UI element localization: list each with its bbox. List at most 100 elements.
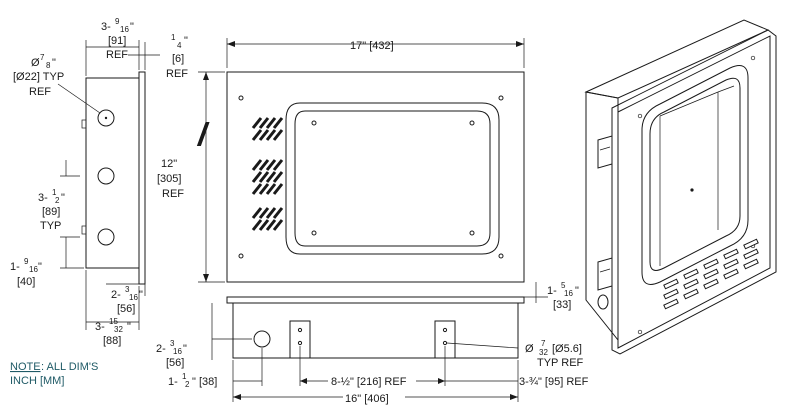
screw-icon	[469, 230, 475, 236]
knockout-dia-num: 7	[40, 53, 45, 62]
left-offset-den: 2	[185, 380, 190, 389]
bottom-flange-mm: [33]	[553, 299, 571, 311]
slot-dia-prefix: Ø	[525, 343, 534, 355]
bottom-flange-inch-mark: "	[575, 285, 579, 297]
iso-front-face	[617, 35, 771, 349]
iso-vent-slots	[663, 238, 759, 310]
bottom-knockout	[253, 330, 271, 348]
iso-screw-icon	[637, 329, 643, 335]
knockout-circle	[97, 167, 115, 185]
iso-screw-icon	[750, 55, 756, 61]
bracket-hole	[442, 327, 448, 333]
vent-slots-left	[251, 117, 284, 231]
iso-box-top	[584, 19, 770, 99]
bottom-body	[232, 302, 519, 359]
slot-leader	[446, 342, 519, 349]
knockout-dia-den: 8	[46, 61, 51, 70]
bottom-dimension-mm: [40]	[17, 276, 35, 288]
depth-dimension-inch-mark: "	[130, 21, 134, 33]
left-offset-main: 1-	[168, 376, 178, 388]
height-dimension-in: 12"	[161, 158, 177, 170]
overall-depth-num: 15	[109, 317, 118, 326]
knockout-leader	[57, 83, 101, 114]
side-view-body	[85, 77, 140, 269]
iso-side-bracket	[597, 135, 613, 169]
iso-window-inner	[649, 77, 741, 271]
slot-dia-den: 32	[539, 348, 548, 357]
flange-dimension-den: 4	[177, 41, 182, 50]
iso-inner-hole	[690, 188, 694, 192]
hole-dimension-inch-mark: "	[183, 343, 187, 355]
knockout-circle	[97, 109, 115, 127]
spacing-dimension-mm: [89]	[42, 206, 60, 218]
side-view: 3- 9 16 " [91] REF 1 4 " [6] REF Ø 7 8 "…	[10, 17, 188, 347]
bottom-dimension-den: 16	[29, 265, 38, 274]
window-outer	[285, 102, 500, 255]
bottom-view: 1- 5 16 " [33] 2- 3 16 " [56] Ø 7 32 [Ø5…	[156, 281, 589, 405]
overall-depth-mm: [88]	[103, 335, 121, 347]
lower-dimension-main: 2-	[111, 289, 121, 301]
side-view-flange	[138, 71, 146, 285]
hole-dimension-main: 2-	[156, 343, 166, 355]
front-panel	[226, 71, 525, 283]
width-dimension-label: 17" [432]	[350, 40, 394, 52]
bottom-flange-num: 5	[561, 281, 566, 290]
window-inner	[294, 110, 491, 247]
note-block: NOTE : ALL DIM'S INCH [MM]	[10, 361, 98, 387]
left-offset-rest: " [38]	[192, 376, 217, 388]
lower-dimension-num: 3	[125, 285, 130, 294]
note-units: INCH [MM]	[10, 375, 64, 387]
screw-icon	[311, 230, 317, 236]
spacing-dimension-inch-mark: "	[61, 192, 65, 204]
bottom-dimension-inch-mark: "	[38, 261, 42, 273]
depth-dimension-main: 3-	[101, 21, 111, 33]
iso-side-bracket	[597, 257, 613, 291]
knockout-dia-inch-mark: "	[52, 57, 56, 69]
side-view-tab	[81, 225, 87, 235]
spacing-dimension-num: 1	[52, 188, 57, 197]
knockout-circle	[97, 228, 115, 246]
flange-dimension-mm: [6]	[172, 53, 184, 65]
overall-width-label: 16" [406]	[345, 393, 389, 405]
bracket-hole	[297, 327, 303, 333]
isometric-view	[584, 19, 777, 355]
side-view-tab	[81, 119, 87, 129]
depth-dimension-ref: REF	[106, 49, 128, 61]
lower-dimension-mm: [56]	[117, 303, 135, 315]
bottom-flange-den: 16	[564, 289, 573, 298]
screw-icon	[498, 95, 504, 101]
iso-window-outer	[641, 65, 749, 285]
spacing-dimension-main: 3-	[38, 192, 48, 204]
hole-dimension-den: 16	[173, 347, 182, 356]
knockout-center-dot	[104, 116, 108, 120]
spacing-dimension-den: 2	[55, 196, 60, 205]
slot-dia-num: 7	[541, 339, 546, 348]
depth-dimension-den: 16	[120, 25, 129, 34]
iso-screw-icon	[637, 113, 643, 119]
screw-icon	[238, 253, 244, 259]
bottom-dimension-main: 1-	[10, 261, 20, 273]
slot-dia-typ-ref: TYP REF	[537, 357, 584, 369]
center-dimension-label: 8-½" [216] REF	[331, 376, 407, 388]
knockout-dia-ref: REF	[29, 86, 51, 98]
front-view: 17" [432] 12" [305] REF	[157, 38, 525, 283]
note-text: : ALL DIM'S	[41, 361, 98, 373]
bracket-hole	[442, 340, 448, 346]
right-dimension-label: 3-¾" [95] REF	[519, 376, 589, 388]
vent-slots	[196, 122, 210, 146]
hole-dimension-num: 3	[170, 339, 175, 348]
bottom-flange-main: 1-	[547, 285, 557, 297]
left-offset-num: 1	[182, 372, 187, 381]
knockout-dia-prefix: Ø	[31, 57, 40, 69]
screw-icon	[498, 253, 504, 259]
lower-dimension-inch-mark: "	[139, 289, 143, 301]
hole-dimension-mm: [56]	[166, 357, 184, 369]
depth-dimension-num: 9	[115, 17, 120, 26]
overall-depth-den: 32	[114, 325, 123, 334]
iso-side-knockout	[597, 294, 609, 310]
iso-box-side	[585, 91, 619, 342]
lower-dimension-den: 16	[129, 293, 138, 302]
flange-dimension-num: 1	[171, 33, 176, 42]
screw-icon	[469, 120, 475, 126]
